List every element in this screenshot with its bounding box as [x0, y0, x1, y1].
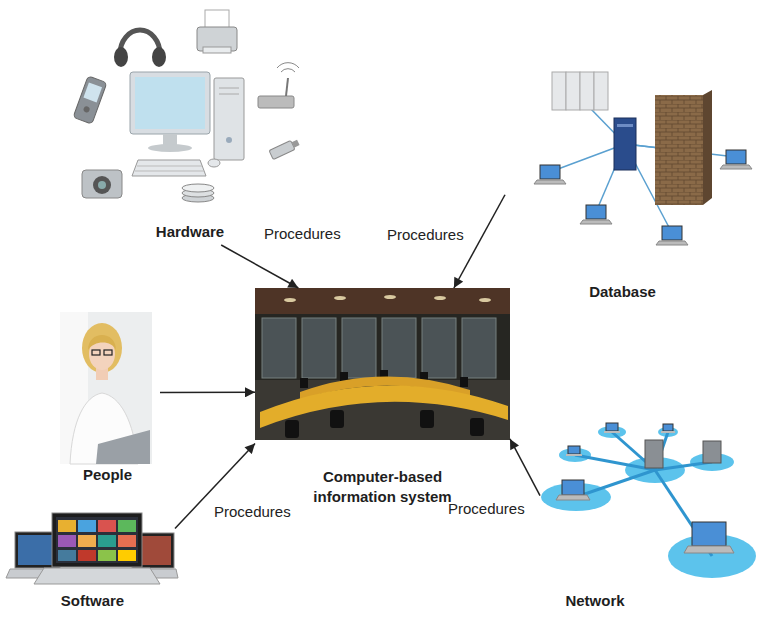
database-group: Database	[505, 60, 740, 305]
arrow-connector	[510, 439, 540, 496]
system-box: Computer-based information system	[255, 288, 510, 510]
person-photo	[60, 312, 152, 464]
node-label: Hardware	[156, 222, 224, 242]
control-room-photo	[255, 288, 510, 440]
node-label: Database	[589, 282, 656, 302]
hardware-illustration	[73, 10, 300, 202]
software-illustration	[6, 513, 178, 584]
people-group: People	[55, 308, 160, 488]
node-label: Network	[565, 591, 624, 611]
edge-label: Procedures	[446, 500, 527, 518]
hardware-group: Hardware	[60, 5, 320, 245]
software-group: Software	[10, 500, 175, 614]
network-group: Network	[540, 410, 650, 614]
edge-label: Procedures	[262, 225, 343, 243]
database-illustration	[534, 72, 752, 245]
edge-label: Procedures	[212, 503, 293, 521]
node-label: Software	[61, 591, 124, 611]
node-label: Computer-based information system	[298, 467, 468, 507]
edge-label: Procedures	[385, 226, 466, 244]
arrow-connector	[160, 392, 255, 394]
node-label: People	[83, 465, 132, 485]
network-illustration	[541, 423, 756, 578]
arrow-connector	[221, 245, 298, 288]
